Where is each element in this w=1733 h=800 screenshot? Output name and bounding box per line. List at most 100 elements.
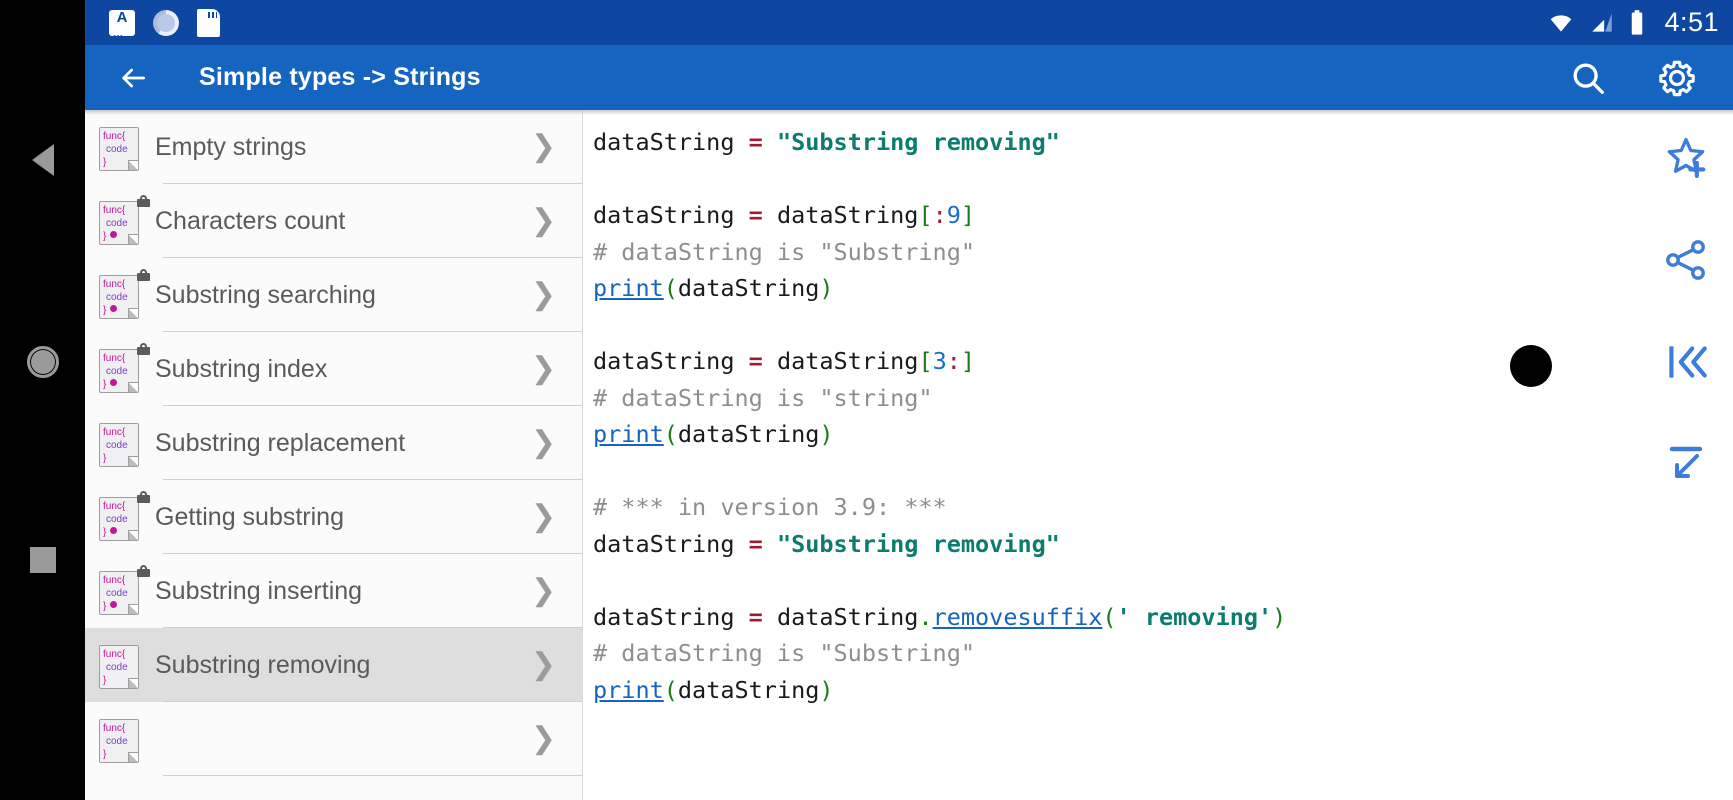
status-bar-clock: 4:51 [1664,7,1719,37]
code-token: dataString [762,347,919,375]
battery-icon [1632,9,1643,35]
code-token: # dataString is "string" [593,383,933,412]
list-item[interactable]: func{code}Substring replacement❯ [85,406,582,480]
code-token: dataString [677,274,820,302]
chevron-right-icon: ❯ [530,352,556,385]
code-snippet-icon: func{code} [99,417,145,469]
chevron-right-icon: ❯ [530,204,556,237]
list-divider [163,553,582,554]
code-snippet-glyph: func{code} [99,275,139,319]
lock-icon [137,269,150,281]
code-token: ( [663,420,678,448]
share-button[interactable] [1658,232,1714,288]
code-snippet-glyph: func{code} [99,497,139,541]
code-token [763,128,777,156]
search-button[interactable] [1569,59,1607,97]
chevron-right-icon: ❯ [530,278,556,311]
skip-to-start-button[interactable] [1658,334,1714,390]
skip-to-start-icon [1668,346,1707,378]
list-item[interactable]: func{code} Substring searching ❯ [85,258,582,332]
list-divider [163,405,582,406]
nav-home-button[interactable] [0,332,85,392]
code-snippet-icon: func{code} [99,713,145,765]
code-token: dataString [762,602,919,631]
code-snippet-glyph: func{code} [99,645,139,689]
app-window: A 4:51 [85,0,1733,800]
chevron-right-icon: ❯ [530,574,556,607]
list-item[interactable]: func{code} ❯ [85,702,582,776]
code-token: = [748,128,763,156]
code-token: # dataString is "Substring" [593,237,976,266]
code-snippet-icon: func{code} [99,121,145,173]
settings-button[interactable] [1657,58,1697,98]
code-token: = [748,201,763,229]
chevron-right-icon: ❯ [530,130,556,163]
code-snippet-glyph: func{code} [99,201,139,245]
list-divider [163,775,582,776]
code-token: dataString [593,529,749,558]
chevron-right-icon: ❯ [530,722,556,755]
code-viewer[interactable]: dataString = "Substring removing" dataSt… [583,110,1733,800]
nav-back-button[interactable] [0,130,85,190]
list-item[interactable]: func{code}Getting substring❯ [85,480,582,554]
code-snippet-glyph: func{code} [99,127,139,171]
status-bar-left-icons: A [109,8,220,37]
code-token[interactable]: removesuffix [932,602,1103,631]
code-token: [ [918,201,933,229]
list-item[interactable]: func{code}Characters count❯ [85,184,582,258]
code-token: # dataString is "Substring" [593,639,976,667]
collapse-icon [1669,446,1702,478]
chevron-right-icon: ❯ [530,500,556,533]
gear-icon [1659,60,1695,96]
code-token: ( [1102,602,1117,631]
status-bar-right-icons: 4:51 [1546,7,1719,38]
code-token: ' removing' [1116,602,1273,631]
list-divider [163,627,582,628]
list-item[interactable]: func{code}Substring index❯ [85,332,582,406]
app-bar-actions [1569,58,1719,98]
sd-card-icon [197,8,220,37]
code-token: dataString [762,201,919,229]
add-to-favorites-button[interactable] [1658,130,1714,186]
code-token: ) [819,420,834,448]
arrow-left-icon [122,68,145,87]
list-divider [163,183,582,184]
code-token: = [748,347,763,375]
list-item-label: Substring inserting [155,576,363,605]
code-snippet-icon: func{code} [99,269,150,321]
back-triangle-icon [31,144,54,176]
app-bar: Simple types -> Strings [85,45,1733,110]
status-bar: A 4:51 [85,0,1733,45]
code-token: dataString [593,128,749,156]
code-snippet-glyph: func{code} [99,423,139,467]
lock-icon [137,565,150,577]
recents-square-icon [29,547,56,573]
code-token: 3 [932,347,947,375]
code-token: . [918,602,933,631]
topic-list[interactable]: func{code}Empty strings❯func{code}Charac… [85,110,583,800]
app-notification-icon: A [109,9,135,37]
code-token: [ [918,347,933,375]
code-snippet-icon: func{code} [99,343,150,395]
code-token[interactable]: print [593,675,664,704]
chevron-right-icon: ❯ [530,426,556,459]
code-token: dataString [593,347,749,375]
list-item[interactable]: func{code}Substring inserting❯ [85,554,582,628]
list-item[interactable]: func{code} Substring removing ❯ [85,628,582,702]
list-item-label: Substring searching [155,280,376,309]
nav-recents-button[interactable] [0,530,85,590]
code-token[interactable]: print [593,274,664,302]
code-token[interactable]: print [593,420,664,448]
back-button[interactable] [113,62,153,94]
home-circle-icon [26,346,59,378]
collapse-button[interactable] [1658,436,1714,492]
code-token: : [946,347,961,375]
code-token [763,530,777,558]
wifi-icon [1551,14,1572,32]
chevron-right-icon: ❯ [530,648,556,681]
code-token: ) [819,675,834,704]
code-token: ] [960,347,976,375]
list-item[interactable]: func{code}Empty strings❯ [85,110,582,184]
list-item-label: Substring removing [155,650,371,679]
